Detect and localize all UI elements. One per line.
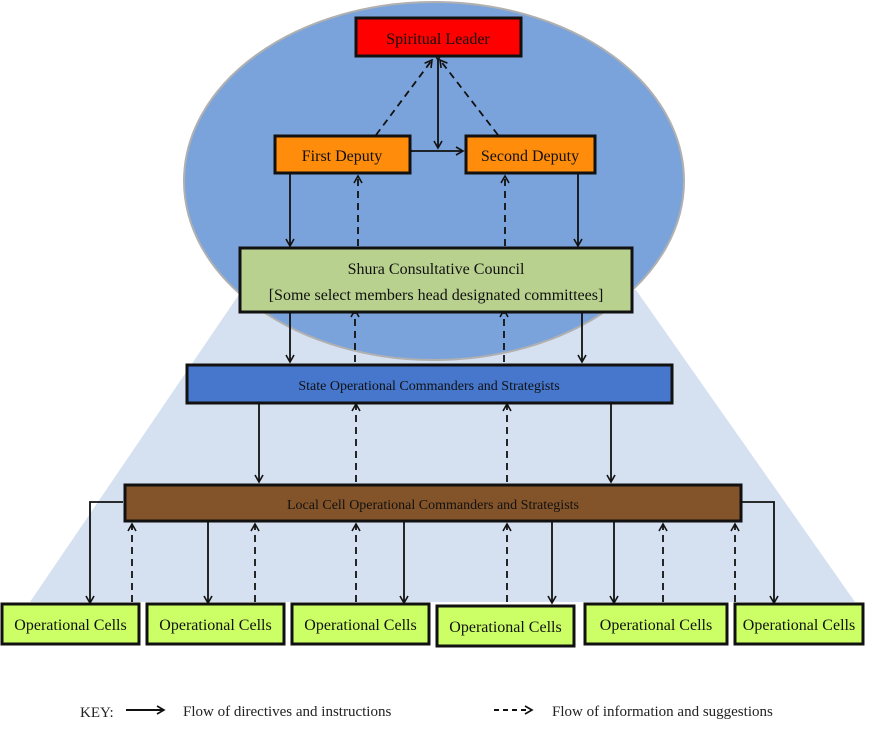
state-label: State Operational Commanders and Strateg… bbox=[298, 379, 559, 394]
legend-dashed-label: Flow of information and suggestions bbox=[552, 704, 773, 720]
operational-cell-box: Operational Cells bbox=[733, 602, 865, 646]
legend-key-label: KEY: bbox=[80, 705, 114, 721]
node-spiritual-leader: Spiritual Leader bbox=[354, 16, 523, 58]
shura-title: Shura Consultative Council bbox=[348, 261, 525, 278]
operational-cell-rect bbox=[583, 602, 729, 646]
spiritual-leader-label: Spiritual Leader bbox=[386, 31, 490, 48]
shura-subtitle: [Some select members head designated com… bbox=[269, 287, 604, 304]
operational-cell-label: Operational Cells bbox=[600, 617, 712, 634]
node-shura-council: Shura Consultative Council [Some select … bbox=[238, 246, 634, 314]
second-deputy-label: Second Deputy bbox=[481, 148, 579, 165]
node-local-commanders: Local Cell Operational Commanders and St… bbox=[123, 483, 743, 523]
operational-cell-box: Operational Cells bbox=[290, 602, 431, 646]
operational-cell-label: Operational Cells bbox=[159, 617, 271, 634]
node-state-commanders: State Operational Commanders and Strateg… bbox=[185, 363, 674, 405]
dashed-arrow-firstdeputy-to-leader bbox=[375, 58, 433, 136]
operational-cell-rect bbox=[290, 602, 431, 646]
operational-cell-label: Operational Cells bbox=[304, 617, 416, 634]
solid-arrow-local-to-cell-1 bbox=[85, 501, 123, 605]
leadership-connectors bbox=[85, 52, 779, 605]
operational-cell-rect bbox=[435, 604, 576, 648]
solid-arrow-local-to-cell-6 bbox=[742, 501, 779, 605]
operational-cell-box: Operational Cells bbox=[145, 602, 286, 646]
operational-cell-label: Operational Cells bbox=[449, 619, 561, 636]
operational-cell-box: Operational Cells bbox=[583, 602, 729, 646]
operational-cell-rect bbox=[145, 602, 286, 646]
operational-cell-box: Operational Cells bbox=[0, 602, 141, 646]
local-label: Local Cell Operational Commanders and St… bbox=[287, 498, 579, 513]
operational-cell-rect bbox=[733, 602, 865, 646]
node-second-deputy: Second Deputy bbox=[464, 134, 597, 175]
legend-solid-label: Flow of directives and instructions bbox=[183, 704, 391, 720]
legend: KEY: Flow of directives and instructions… bbox=[80, 704, 773, 721]
operational-cell-box: Operational Cells bbox=[435, 604, 576, 648]
dashed-arrow-seconddeputy-to-leader bbox=[439, 58, 499, 136]
operational-cell-label: Operational Cells bbox=[14, 617, 126, 634]
operational-cell-label: Operational Cells bbox=[743, 617, 855, 634]
first-deputy-label: First Deputy bbox=[302, 148, 382, 165]
operational-cell-rect bbox=[0, 602, 141, 646]
node-first-deputy: First Deputy bbox=[273, 134, 412, 175]
operational-cells-row: Operational Cells Operational Cells Operat… bbox=[0, 602, 865, 648]
